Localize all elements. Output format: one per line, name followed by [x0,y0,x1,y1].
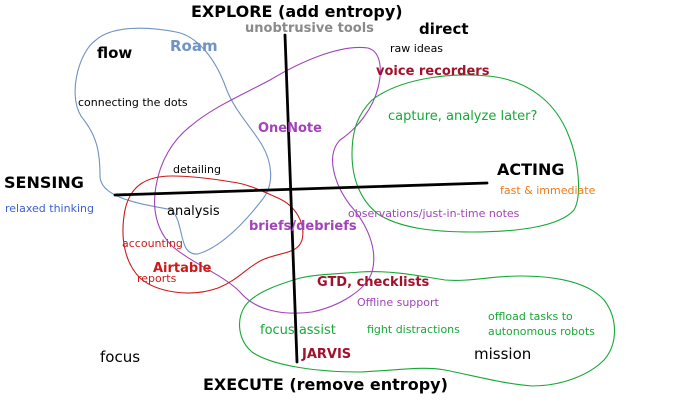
axis-label-execute: EXECUTE (remove entropy) [203,375,448,394]
label-analysis: analysis [167,204,220,219]
label-connecting-the-dots: connecting the dots [78,96,188,109]
capture-region-outline [351,74,579,233]
label-unobtrusive-tools: unobtrusive tools [245,21,374,36]
label-mission: mission [474,345,532,363]
label-fast-immediate: fast & immediate [500,184,596,197]
label-raw-ideas: raw ideas [390,42,444,55]
label-roam: Roam [170,37,218,55]
label-relaxed-thinking: relaxed thinking [5,202,94,215]
label-focus: focus [100,348,141,366]
label-onenote: OneNote [258,121,322,136]
label-offload-line1: offload tasks to [488,310,573,323]
execute-region-outline [239,271,615,387]
axis-label-sensing: SENSING [4,173,84,192]
label-briefs-debriefs: briefs/debriefs [249,219,357,234]
label-capture-analyze-later: capture, analyze later? [388,109,538,124]
axis-label-explore: EXPLORE (add entropy) [191,2,403,21]
label-voice-recorders: voice recorders [376,64,490,79]
airtable-region-outline [122,175,304,294]
label-reports: reports [137,272,177,285]
label-offload-line2: autonomous robots [488,325,595,338]
horizontal-axis [113,181,489,197]
label-flow: flow [97,44,133,62]
vertical-axis [283,33,299,364]
label-focus-assist: focus assist [260,323,336,338]
label-detailing: detailing [173,163,221,176]
label-accounting: accounting [122,237,183,250]
label-gtd-checklists: GTD, checklists [317,275,430,290]
axis-label-acting: ACTING [497,160,565,179]
label-fight-distractions: fight distractions [367,323,460,336]
label-offline-support: Offline support [357,296,439,309]
label-direct: direct [419,20,469,38]
flow-region-outline [74,27,272,255]
label-airtable: Airtable [153,261,212,276]
label-jarvis: JARVIS [302,347,352,362]
label-observations: observations/just-in-time notes [348,207,520,220]
